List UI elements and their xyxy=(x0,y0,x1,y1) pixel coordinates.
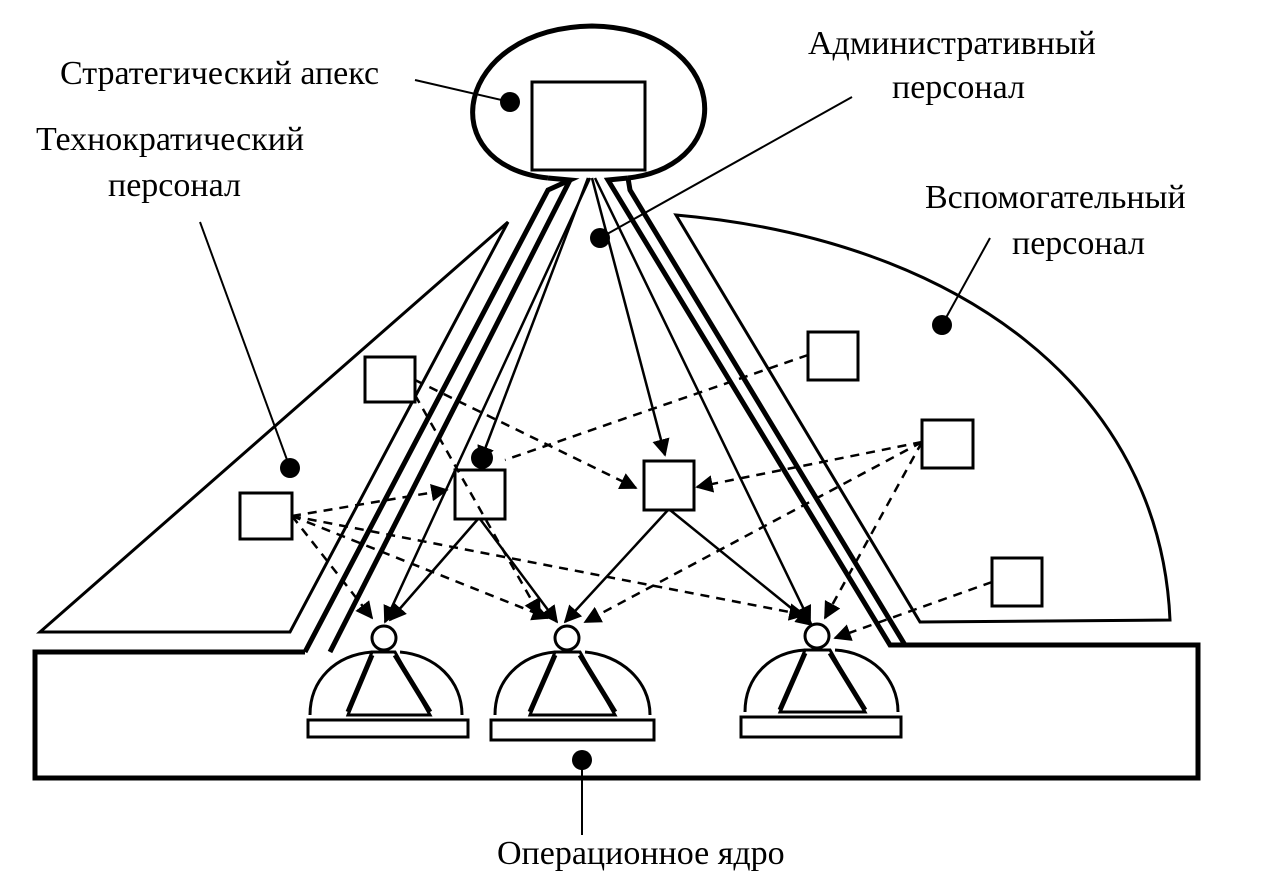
label-administrative-line1: Административный xyxy=(808,25,1096,62)
support-box-2 xyxy=(920,418,975,470)
label-operating-core: Операционное ядро xyxy=(497,835,785,872)
support-box-3 xyxy=(990,556,1044,608)
leader-administrative xyxy=(590,96,853,248)
dashed-staff-lines xyxy=(291,353,993,641)
leader-apex xyxy=(414,79,520,112)
apex-box xyxy=(530,80,647,172)
middle-line-right-inner xyxy=(625,177,908,647)
middle-line-right xyxy=(603,175,905,648)
strategic-apex-head xyxy=(470,23,708,181)
label-technocratic-line1: Технократический xyxy=(36,121,304,158)
label-strategic-apex: Стратегический апекс xyxy=(60,55,379,92)
operator-1 xyxy=(306,624,470,739)
middle-line-dot xyxy=(471,447,493,469)
label-administrative-line2: персонал xyxy=(892,69,1025,106)
middle-box-right xyxy=(642,459,696,512)
label-technocratic-line2: персонал xyxy=(108,167,241,204)
operator-3 xyxy=(739,622,903,739)
middle-line-left xyxy=(302,175,580,654)
support-box-1 xyxy=(806,330,860,382)
leader-support xyxy=(932,237,991,335)
operator-2 xyxy=(489,624,656,742)
techno-box-1 xyxy=(363,355,417,404)
support-staff-shape xyxy=(673,213,1172,624)
techno-box-2 xyxy=(238,491,294,541)
operating-core-base xyxy=(32,642,1201,781)
middle-line-left-inner xyxy=(327,178,573,654)
leader-technocratic xyxy=(199,221,300,478)
label-support-line1: Вспомогательный xyxy=(925,179,1186,216)
label-support-line2: персонал xyxy=(1012,225,1145,262)
leader-operating-core xyxy=(572,750,592,835)
